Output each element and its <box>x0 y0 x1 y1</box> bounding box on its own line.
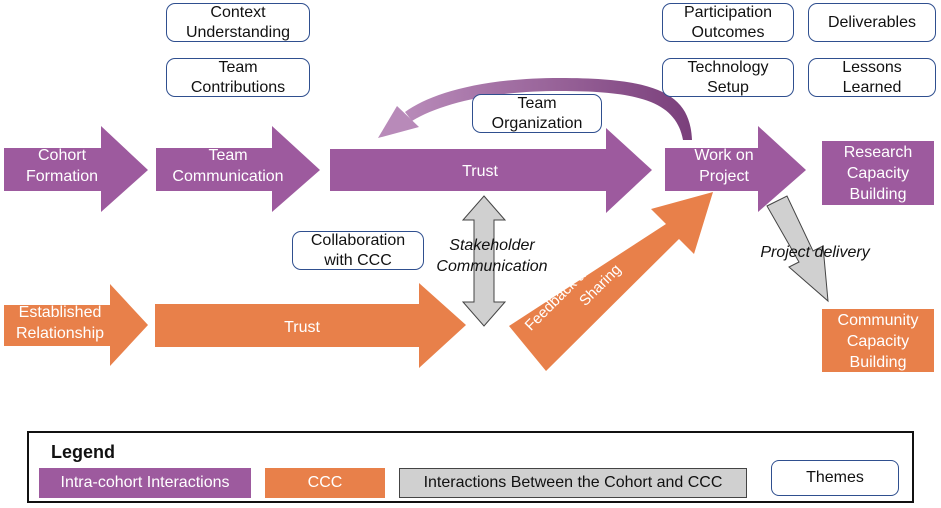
curved-return-arrow-head <box>378 106 419 138</box>
theme-collaboration-with-ccc: Collaboration with CCC <box>292 231 424 270</box>
team-communication-arrow <box>156 126 320 212</box>
research-capacity-building-box <box>822 141 934 205</box>
theme-participation-outcomes: Participation Outcomes <box>662 3 794 42</box>
legend: Legend Intra-cohort Interactions CCC Int… <box>27 431 914 503</box>
trust-cohort-arrow <box>330 128 652 213</box>
curved-return-arrow-body <box>405 78 692 140</box>
cohort-formation-arrow <box>4 126 148 212</box>
stakeholder-communication-arrow <box>461 195 507 327</box>
community-capacity-building-box <box>822 309 934 372</box>
legend-title: Legend <box>51 442 116 462</box>
legend-ccc: CCC <box>265 468 385 498</box>
feedback-resource-sharing-arrow <box>509 192 713 371</box>
legend-themes: Themes <box>771 460 899 496</box>
theme-technology-setup: Technology Setup <box>662 58 794 97</box>
project-delivery-label: Project delivery <box>760 244 870 261</box>
theme-deliverables: Deliverables <box>808 3 936 42</box>
theme-team-contributions: Team Contributions <box>166 58 310 97</box>
established-relationship-arrow <box>4 284 148 366</box>
legend-ccc-label: CCC <box>307 474 343 491</box>
legend-themes-label: Themes <box>806 469 864 486</box>
legend-between: Interactions Between the Cohort and CCC <box>399 468 747 498</box>
theme-team-organization: Team Organization <box>472 94 602 133</box>
project-delivery-arrow <box>766 195 829 303</box>
legend-between-label: Interactions Between the Cohort and CCC <box>423 474 723 491</box>
trust-ccc-label: Trust <box>284 319 320 336</box>
work-on-project-arrow <box>665 126 806 212</box>
trust-ccc-arrow <box>155 283 466 368</box>
theme-context-understanding: Context Understanding <box>166 3 310 42</box>
legend-intra-cohort-label: Intra-cohort Interactions <box>60 474 230 491</box>
legend-intra-cohort: Intra-cohort Interactions <box>39 468 251 498</box>
theme-lessons-learned: Lessons Learned <box>808 58 936 97</box>
trust-cohort-label: Trust <box>462 163 498 180</box>
